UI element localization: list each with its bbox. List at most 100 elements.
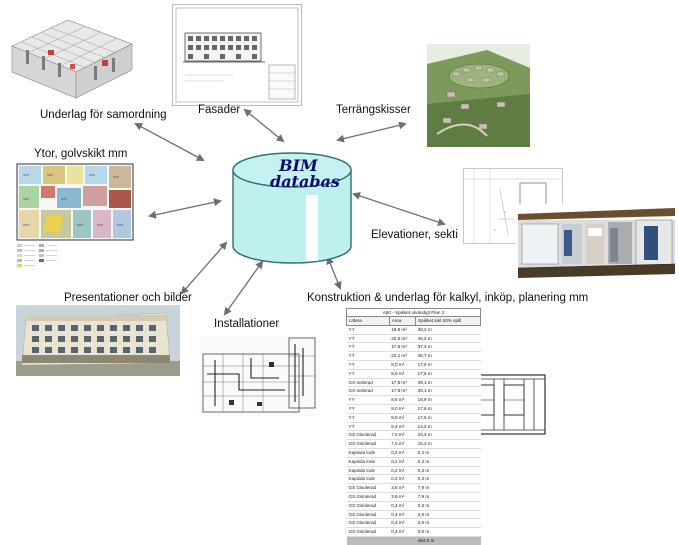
schedule-cell: 7,0 m² <box>389 430 416 440</box>
svg-text:rum: rum <box>97 223 103 227</box>
schedule-cell: 20,8 m² <box>389 333 416 343</box>
schedule-cell: YY <box>346 351 390 361</box>
arrow-presentationer <box>180 241 228 295</box>
label-fasader: Fasader <box>198 104 241 116</box>
arrow-konstruktion <box>326 256 342 290</box>
schedule-total-spacer <box>346 535 390 545</box>
schedule-cell: Kapsida lode <box>346 465 390 475</box>
bim-database-cylinder <box>232 152 352 264</box>
svg-text:rum: rum <box>23 173 29 177</box>
schedule-cell: 15,3 m <box>415 430 481 440</box>
bim-title-line1: BIM <box>279 156 318 175</box>
schedule-cell: YY <box>346 368 390 379</box>
schedule-cell: Kapsida lode <box>346 474 390 484</box>
presentation-render-image <box>16 305 180 376</box>
schedule-cell: 7,9 m <box>415 491 481 502</box>
svg-text:b: b <box>494 228 496 232</box>
schedule-cell: GS Gisolerad <box>346 483 390 493</box>
diagram-canvas <box>134 108 446 316</box>
schedule-cell: 38,2 m <box>415 324 481 335</box>
schedule-cell: 0,4 m² <box>389 518 416 528</box>
schedule-cell: 8,0 m² <box>389 412 416 423</box>
label-installationer: Installationer <box>214 318 280 330</box>
schedule-cell: 39,1 m <box>415 386 481 396</box>
svg-text:rum: rum <box>113 175 119 179</box>
schedule-cell: 48,7 m <box>415 351 481 361</box>
schedule-cell: YY <box>346 333 390 343</box>
schedule-cell: Kapsida lode <box>346 447 390 458</box>
schedule-cell: GS Isolerad <box>346 377 390 387</box>
schedule-cell: 7,0 m² <box>389 439 416 449</box>
schedule-cell: 14,2 m <box>415 421 481 431</box>
label-ytor-golvskikt: Ytor, golvskikt mm <box>34 148 128 160</box>
schedule-cell: YY <box>346 403 390 414</box>
schedule-cell: 0,2 m² <box>389 447 416 458</box>
schedule-cell: 8,6 m² <box>389 395 416 405</box>
schedule-cell: 18,8 m² <box>389 324 416 335</box>
schedule-cell: GS Isolerad <box>346 386 390 396</box>
schedule-cell: 0,8 m <box>415 527 481 537</box>
arrow-installationer <box>223 260 264 316</box>
schedule-cell: 0,4 m² <box>389 500 416 511</box>
schedule-cell: GS Gisolerad <box>346 500 390 511</box>
svg-text:rum: rum <box>77 223 83 227</box>
schedule-cell: GS Gisolerad <box>346 491 390 502</box>
schedule-cell: YY <box>346 359 390 370</box>
coordination-model-image <box>8 6 136 102</box>
schedule-cell: 6,4 m² <box>389 421 416 431</box>
svg-text:rum: rum <box>89 173 95 177</box>
svg-text:rum: rum <box>61 197 67 201</box>
schedule-cell: 0,2 m² <box>389 465 416 475</box>
schedule-cell: 37,3 m <box>415 342 481 352</box>
schedule-cell: 39,1 m <box>415 377 481 387</box>
schedule-cell: 17,6 m <box>415 412 481 423</box>
schedule-cell: 7,9 m <box>415 483 481 493</box>
svg-text:rum: rum <box>47 173 53 177</box>
schedule-cell: YY <box>346 324 390 335</box>
schedule-cell: 8,0 m² <box>389 403 416 414</box>
label-terrangskisser: Terrängskisser <box>336 104 411 116</box>
schedule-cell: 18,9 m <box>415 395 481 405</box>
schedule-cell: 17,6 m <box>415 359 481 370</box>
schedule-cell: 0,2 m² <box>389 474 416 484</box>
schedule-cell: 3,6 m² <box>389 483 416 493</box>
svg-text:rum: rum <box>117 223 123 227</box>
schedule-cell: Kapsida lode <box>346 456 390 467</box>
schedule-cell: 0,4 m <box>415 447 481 458</box>
arrow-fasader <box>243 108 285 143</box>
schedule-cell: GS Gisolerad <box>346 439 390 449</box>
terrain-sketch-image <box>427 44 530 147</box>
arrow-elevationer <box>352 192 446 226</box>
schedule-cell: 22,1 m² <box>389 351 416 361</box>
schedule-cell: 0,3 m <box>415 456 481 467</box>
label-konstruktion: Konstruktion & underlag för kalkyl, inkö… <box>307 292 589 304</box>
schedule-cell: 0,8 m <box>415 500 481 511</box>
label-underlag-samordning: Underlag för samordning <box>40 109 167 121</box>
schedule-cell: 0,8 m <box>415 518 481 528</box>
schedule-cell: 0,4 m² <box>389 527 416 537</box>
schedule-cell: 17,8 m² <box>389 342 416 352</box>
schedule-cell: 17,6 m <box>415 403 481 414</box>
label-elevationer: Elevationer, sekti <box>371 229 458 241</box>
schedule-cell: 8,0 m² <box>389 359 416 370</box>
schedule-cell: 3,6 m² <box>389 491 416 502</box>
